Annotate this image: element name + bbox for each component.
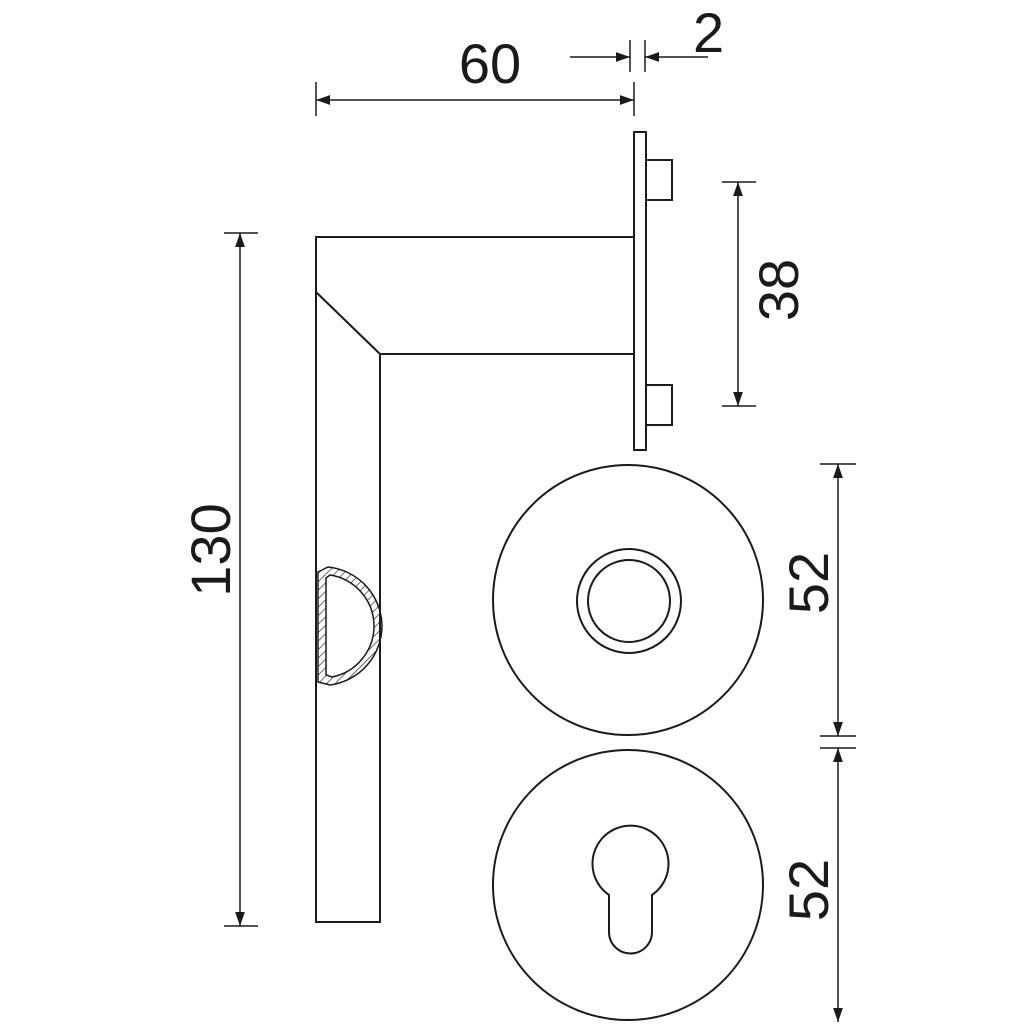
dimension-52-lower: 52 <box>777 747 856 1022</box>
label-60: 60 <box>459 32 521 95</box>
dimension-60: 60 <box>315 32 635 116</box>
profile-cylinder-keyhole <box>591 824 670 955</box>
fixing-screw-bottom <box>645 384 673 426</box>
rosette-lever <box>492 464 764 736</box>
bevel-edge <box>315 291 381 355</box>
label-38: 38 <box>747 259 810 321</box>
rosette-cylinder <box>492 749 764 1021</box>
lever-handle <box>315 236 635 923</box>
dimension-130: 130 <box>179 232 258 927</box>
fixing-screw-top <box>645 159 673 201</box>
label-52-upper: 52 <box>777 552 840 614</box>
label-2: 2 <box>693 1 724 64</box>
rose-plate <box>633 131 673 451</box>
handle-cross-section <box>317 566 383 686</box>
dimension-38: 38 <box>722 181 810 407</box>
dimension-2: 2 <box>570 1 724 72</box>
dimension-52-upper: 52 <box>777 463 856 737</box>
label-130: 130 <box>179 503 242 596</box>
label-52-lower: 52 <box>777 859 840 921</box>
